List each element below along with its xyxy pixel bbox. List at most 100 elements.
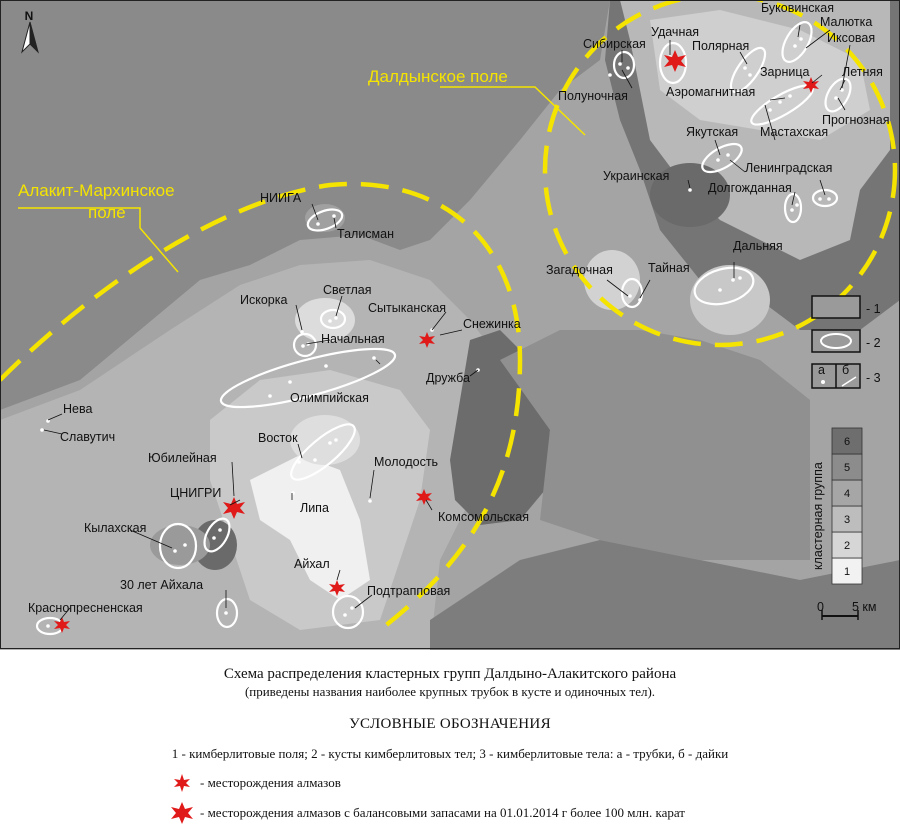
scale-zero: 0 [817,600,824,614]
deposit-tsnigri-star-icon [223,497,245,519]
label-prognoznaya: Прогнозная [822,113,890,127]
legend-heading: УСЛОВНЫЕ ОБОЗНАЧЕНИЯ [349,716,551,732]
cluster-level-label-4: 4 [844,488,850,500]
cluster-level-label-2: 2 [844,540,850,552]
label-olimpiyskaya: Олимпийская [290,391,369,405]
scale-five: 5 км [852,600,877,614]
label-tsnigri: ЦНИГРИ [170,486,221,500]
cluster-level-swatch-1 [831,557,863,585]
label-svetlaya: Светлая [323,283,372,297]
label-neva: Нева [63,402,92,416]
label-iskorka: Искорка [240,293,287,307]
label-lipa: Липа [300,501,329,515]
legend-sub-a: а [818,363,825,377]
cluster-podtrappovaya [331,594,365,630]
cluster-level-label-3: 3 [844,514,850,526]
legend-pipe-dot-icon [821,380,825,384]
cluster-polyarnaya [729,46,767,94]
alakit-field-boundary [0,181,523,632]
cluster-taynaya [620,277,644,309]
zone-svetlaya [295,298,355,342]
label-molodost: Молодость [374,455,438,469]
cluster-vostok [290,423,356,481]
deposit-krasnopresnenskaya-star-icon [54,617,70,633]
small-deposit-star-icon [174,774,190,792]
alakit-field-label-line1: Алакит-Мархинское [18,181,175,200]
label-sibirskaya: Сибирская [583,37,646,51]
legend-cluster-ellipse-icon [820,333,852,349]
legend-field-swatch [811,295,861,319]
cluster-level-label-1: 1 [844,566,850,578]
zone-group2-ne [650,10,870,140]
label-30let: 30 лет Айхала [120,578,203,592]
zone-zagadochnaya [584,250,640,310]
label-dolgozhdannaya: Долгожданная [708,181,792,195]
map-legend: - 1 - 2 а б - 3 [811,295,881,389]
label-malyutka: Малютка [820,15,872,29]
cluster-level-label-5: 5 [844,462,850,474]
label-yakutskaya: Якутская [686,125,738,139]
deposit-aykhal-star-icon [329,580,345,596]
label-ukrainskaya: Украинская [603,169,669,183]
label-polunochnaya: Полуночная [558,89,628,103]
label-nachalnaya: Начальная [321,332,385,346]
cluster-scale-title: кластерная группа [811,462,825,570]
zone-tsnigri [193,520,237,570]
label-polyarnaya: Полярная [692,39,749,53]
label-krasnopresnenskaya: Краснопресненская [28,601,143,615]
legend-item1-label: - 1 [866,302,881,316]
kimberlite-pipes [40,37,844,628]
cluster-level-swatch-4 [831,479,863,507]
zone-group5-west [0,0,610,410]
cluster-svetlaya [319,308,347,330]
legend-deposit-small-text: - месторождения алмазов [200,775,341,790]
label-leningradskaya: Ленинградская [745,161,832,175]
cluster-nachalnaya [292,332,318,358]
legend-deposit-large: - месторождения алмазов с балансовыми за… [170,802,685,824]
cluster-sibirskaya [612,50,636,80]
deposit-udachnaya-star-icon [664,50,686,72]
label-dalnyaya: Дальняя [733,239,783,253]
legend-cluster-swatch [811,329,861,353]
label-yubileynaya: Юбилейная [148,451,217,465]
label-aykhal: Айхал [294,557,330,571]
label-udachnaya: Удачная [651,25,699,39]
caption-title: Схема распределения кластерных групп Дал… [223,666,677,682]
label-snezhinka: Снежинка [463,317,521,331]
label-aeromagnitnaya: Аэромагнитная [666,85,755,99]
cluster-dalnyaya [693,266,755,306]
label-leaders [43,24,851,621]
label-zarnitsa: Зарница [760,65,809,79]
pipe-labels: Удачная Сибирская Полярная Буковинская М… [28,1,890,615]
cluster-letnyaya [824,77,852,113]
label-vostok: Восток [258,431,298,445]
cluster-leningradskaya [811,188,839,208]
deposit-komsomolskaya-star-icon [416,489,432,505]
field-leaders [18,86,586,273]
label-kylakhskaya: Кылахская [84,521,146,535]
daldyn-field-label: Далдынское поле [368,67,508,86]
legend-deposit-small: - месторождения алмазов [170,772,341,794]
cluster-level-swatch-3 [831,505,863,533]
cluster-kylakhskaya [158,522,198,570]
cluster-olimpiyskaya [219,347,397,409]
zone-ukrainskaya [650,163,730,227]
label-sytykanskaya: Сытыканская [368,301,446,315]
cluster-dolgozhdannaya [783,192,803,224]
cluster-level-swatch-6 [831,427,863,455]
kimberlite-field-boundaries [0,0,898,632]
label-taynaya: Тайная [648,261,690,275]
cluster-talisman [306,208,344,232]
zone-east [500,330,810,560]
scale-bar: 0 5 км [817,600,877,620]
cluster-yakutskaya [701,142,743,174]
large-deposit-star-icon [171,802,193,824]
legend-item3-label: - 3 [866,371,881,385]
north-label: N [25,9,34,23]
zone-dalnyaya [690,265,770,335]
label-podtrappovaya: Подтрапповая [367,584,450,598]
label-talisman: Талисман [337,227,394,241]
kimberlite-clusters [35,21,852,636]
label-mastakhskaya: Мастахская [760,125,828,139]
